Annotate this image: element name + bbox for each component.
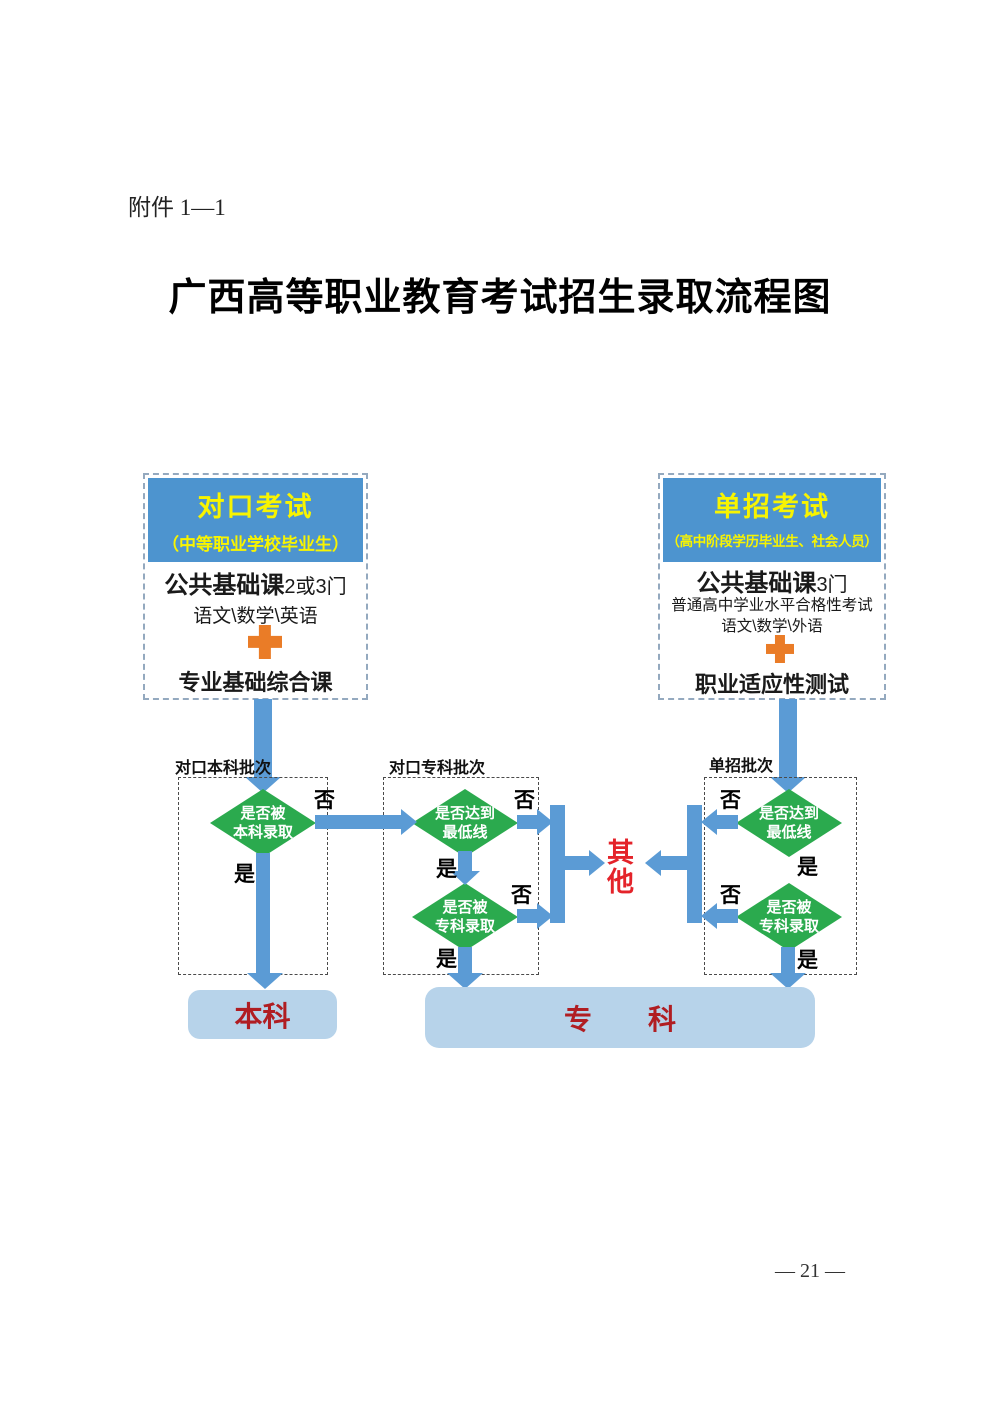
page-title: 广西高等职业教育考试招生录取流程图 xyxy=(168,277,832,319)
other-label: 其他 xyxy=(603,838,633,896)
page-number: — 21 — xyxy=(775,1260,845,1282)
label-no: 否 xyxy=(511,884,532,907)
arrow-no-d3-bar xyxy=(517,909,539,923)
course-count: 3门 xyxy=(816,574,848,596)
label-yes: 是 xyxy=(436,948,457,971)
arrowhead-down-icon xyxy=(770,973,806,989)
course-line: 公共基础课3门 xyxy=(660,563,884,598)
arrow-no-d5-bar xyxy=(717,909,738,923)
arrow-yes-d3-zhuanke xyxy=(458,947,472,973)
arrowhead-down-icon xyxy=(447,973,483,989)
label-yes: 是 xyxy=(797,949,818,972)
exam-box-duikou-header: 对口考试 （中等职业学校毕业生） xyxy=(148,478,363,562)
batch-label-duikou-zhuanke: 对口专科批次 xyxy=(389,760,486,777)
label-yes: 是 xyxy=(436,858,457,881)
subjects-line: 语文\数学\外语 xyxy=(721,618,823,635)
arrowhead-right-icon xyxy=(537,903,553,929)
attachment-label: 附件 1—1 xyxy=(128,195,226,220)
arrowhead-down-icon xyxy=(247,973,283,989)
arrowhead-down-icon xyxy=(450,871,480,885)
arrow-duikou-down xyxy=(254,699,272,777)
exam-box-danzhao-header: 单招考试 （高中阶段学历毕业生、社会人员） xyxy=(663,478,881,562)
arrow-no-d1-d2 xyxy=(315,815,401,829)
course-name: 公共基础课 xyxy=(696,570,817,597)
label-no: 否 xyxy=(720,789,741,812)
result-zhuanke: 专 科 xyxy=(425,987,815,1048)
course-line: 公共基础课2或3门 xyxy=(145,565,366,600)
label-no: 否 xyxy=(514,789,535,812)
decision-text: 是否达到 xyxy=(434,804,495,822)
decision-text: 最低线 xyxy=(442,824,488,841)
subjects-line: 语文\数学\英语 xyxy=(193,606,318,627)
decision-text: 是否被 xyxy=(240,804,286,822)
decision-text: 是否被 xyxy=(442,898,488,916)
extra-course-line: 职业适应性测试 xyxy=(694,672,849,697)
decision-text: 专科录取 xyxy=(758,918,819,935)
arrowhead-down-icon xyxy=(245,777,281,793)
merge-bar-left xyxy=(550,805,565,923)
label-yes: 是 xyxy=(797,856,818,879)
extra-course-line: 专业基础综合课 xyxy=(178,670,333,695)
batch-label-duikou-benke: 对口本科批次 xyxy=(175,760,272,777)
decision-text: 是否被 xyxy=(766,898,812,916)
decision-text: 本科录取 xyxy=(232,824,293,841)
arrowhead-left-icon xyxy=(701,903,717,929)
label-no: 否 xyxy=(314,789,335,812)
label-no: 否 xyxy=(720,884,741,907)
exam-subtitle: （高中阶段学历毕业生、社会人员） xyxy=(666,534,878,549)
exam-title: 对口考试 xyxy=(197,492,314,522)
label-yes: 是 xyxy=(234,863,255,886)
plus-icon xyxy=(766,635,794,663)
course-name: 公共基础课 xyxy=(164,572,285,599)
decision-text: 是否达到 xyxy=(758,804,819,822)
plus-icon xyxy=(248,625,282,659)
arrow-yes-d5-zhuanke xyxy=(781,947,795,973)
exam-box-danzhao: 单招考试 （高中阶段学历毕业生、社会人员） 公共基础课3门 普通高中学业水平合格… xyxy=(658,473,886,700)
arrow-no-d2-bar xyxy=(517,815,539,829)
decision-text: 专科录取 xyxy=(434,918,495,935)
arrow-danzhao-down xyxy=(779,699,797,777)
arrowhead-left-icon xyxy=(701,809,717,835)
arrow-no-d4-bar xyxy=(717,815,738,829)
exam-title: 单招考试 xyxy=(714,492,830,522)
arrowhead-down-icon xyxy=(770,777,806,793)
decision-text: 最低线 xyxy=(766,824,812,841)
exam-box-duikou: 对口考试 （中等职业学校毕业生） 公共基础课2或3门 语文\数学\英语 专业基础… xyxy=(143,473,368,700)
exam-note-line: 普通高中学业水平合格性考试 xyxy=(671,597,873,614)
merge-bar-right xyxy=(687,805,702,923)
arrowhead-right-icon xyxy=(401,809,417,835)
course-count: 2或3门 xyxy=(284,576,347,598)
batch-label-danzhao: 单招批次 xyxy=(709,758,774,775)
arrowhead-left-icon xyxy=(645,850,661,876)
result-benke: 本科 xyxy=(188,990,337,1039)
arrow-bar-other-right xyxy=(661,856,687,870)
arrow-bar-other-left xyxy=(565,856,591,870)
arrow-yes-d1-benke xyxy=(256,853,270,973)
arrowhead-right-icon xyxy=(537,809,553,835)
arrowhead-right-icon xyxy=(589,850,605,876)
exam-subtitle: （中等职业学校毕业生） xyxy=(162,535,349,554)
arrow-yes-d2-d3 xyxy=(458,851,472,871)
